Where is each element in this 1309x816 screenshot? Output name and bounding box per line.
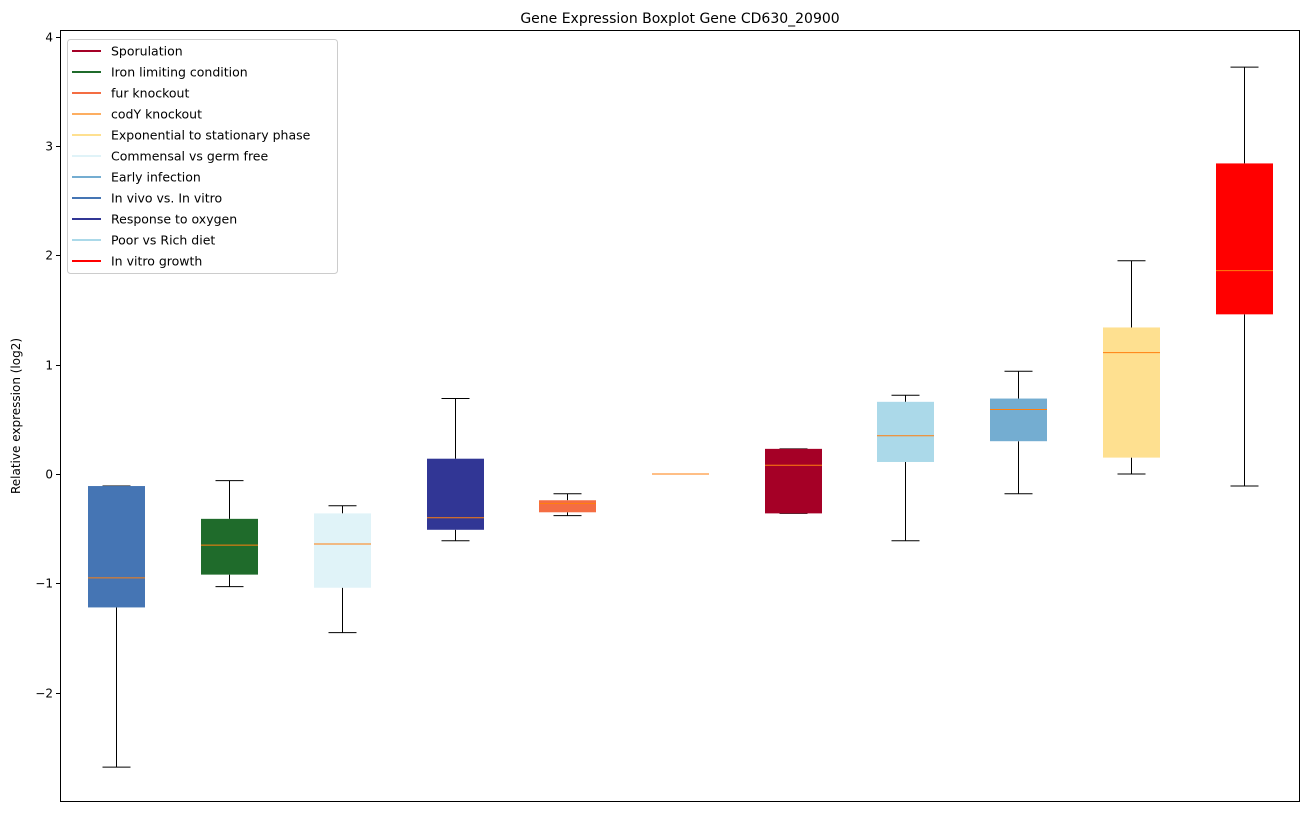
box-iqr <box>877 401 934 462</box>
legend-label: Iron limiting condition <box>111 65 248 80</box>
box-commensal-vs-germ-free <box>314 505 371 634</box>
legend-label: In vitro growth <box>111 254 202 269</box>
box-iqr <box>1216 163 1273 315</box>
box-in-vivo-vs-in-vitro <box>88 485 145 768</box>
legend-label: Commensal vs germ free <box>111 149 268 164</box>
legend-label: fur knockout <box>111 86 189 101</box>
legend-label: Poor vs Rich diet <box>111 233 215 248</box>
boxes-layer <box>88 66 1273 768</box>
box-iqr <box>427 458 484 530</box>
box-iqr <box>990 398 1047 442</box>
box-fur-knockout <box>539 493 596 517</box>
plot-frame <box>60 30 1300 802</box>
legend-frame <box>67 39 338 274</box>
y-tick-label: 1 <box>45 359 53 373</box>
legend-label: Early infection <box>111 170 201 185</box>
y-tick-label: −2 <box>35 687 53 701</box>
y-axis-label: Relative expression (log2) <box>9 338 23 494</box>
legend-label: codY knockout <box>111 107 202 122</box>
box-early-infection <box>990 370 1047 495</box>
box-iqr <box>765 448 822 514</box>
box-iqr <box>201 518 258 575</box>
box-iqr <box>314 513 371 588</box>
box-iqr <box>88 486 145 608</box>
chart-title: Gene Expression Boxplot Gene CD630_20900 <box>520 11 839 27</box>
y-tick-label: 2 <box>45 249 53 263</box>
legend-label: In vivo vs. In vitro <box>111 191 222 206</box>
legend-label: Sporulation <box>111 44 183 59</box>
y-tick-label: 3 <box>45 140 53 154</box>
y-axis: −2 −1 0 1 2 3 4 <box>35 31 60 701</box>
box-sporulation <box>765 448 822 514</box>
box-poor-vs-rich-diet <box>877 394 934 542</box>
y-tick-label: 4 <box>45 31 53 45</box>
box-iqr <box>1103 327 1160 458</box>
y-tick-label: −1 <box>35 577 53 591</box>
box-iron-limiting-condition <box>201 480 258 588</box>
legend-label: Exponential to stationary phase <box>111 128 311 143</box>
box-exponential-to-stationary-phase <box>1103 260 1160 475</box>
box-cody-knockout <box>652 473 709 475</box>
box-response-to-oxygen <box>427 398 484 542</box>
box-iqr <box>539 500 596 513</box>
box-in-vitro-growth <box>1216 66 1273 487</box>
legend-label: Response to oxygen <box>111 212 237 227</box>
y-tick-label: 0 <box>45 468 53 482</box>
